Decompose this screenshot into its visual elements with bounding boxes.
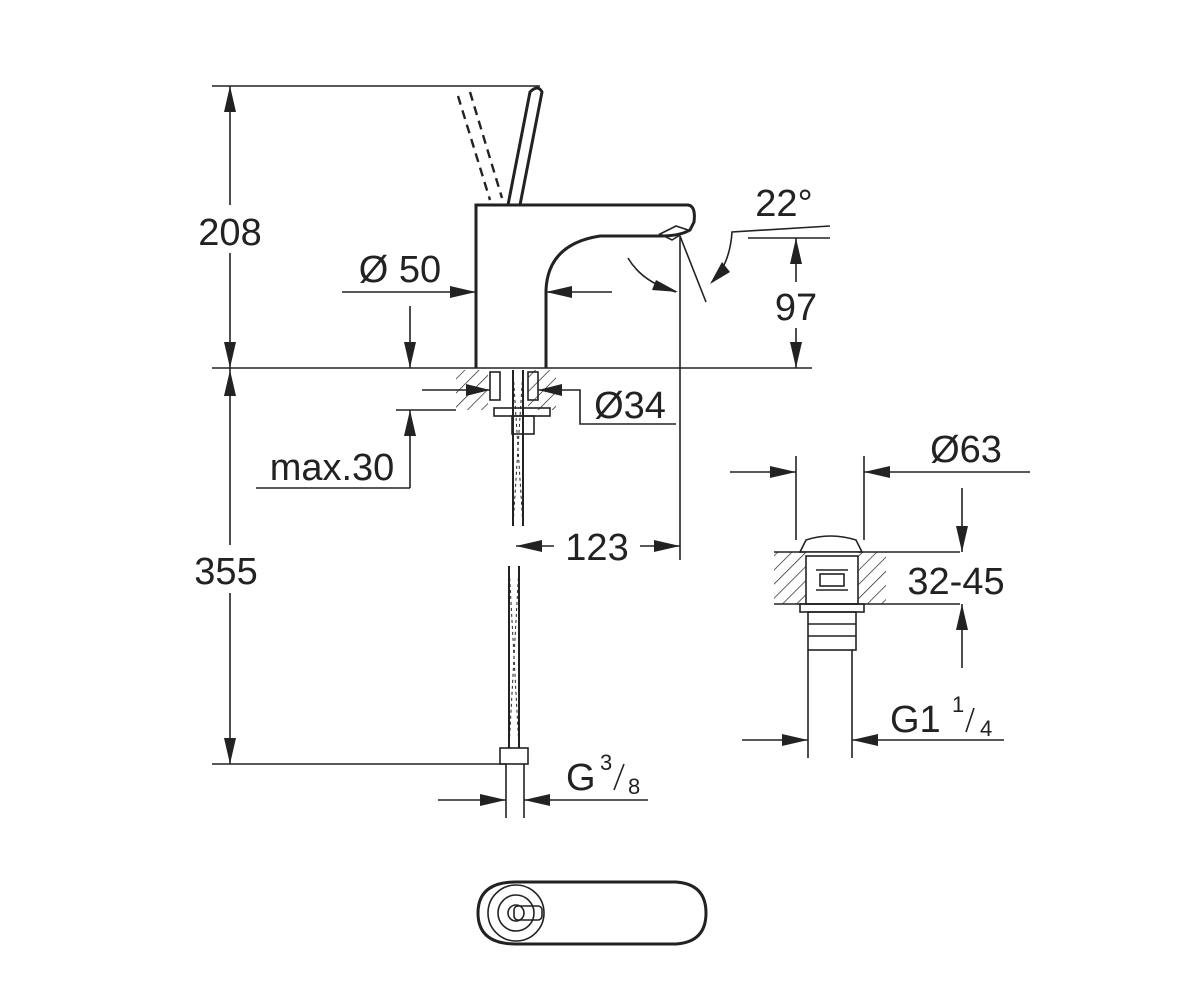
spout-angle-dimension: 22°	[627, 183, 831, 303]
aerator	[658, 225, 690, 241]
dim-22deg-label: 22°	[755, 183, 812, 225]
top-view-outline	[476, 880, 708, 946]
waste-valve	[774, 535, 960, 758]
supply-hose-upper	[512, 369, 524, 527]
spout-reach-dimension: 123	[516, 236, 681, 569]
dim-50-label: Ø 50	[359, 249, 441, 291]
waste-thread-dimension: G1 1 4	[742, 692, 1004, 746]
height-dimension: 208 355	[180, 85, 540, 765]
waste-range-dimension: 32-45	[890, 488, 1020, 668]
waste-thread-numerator: 1	[952, 692, 964, 717]
lever-handle	[506, 86, 544, 206]
dim-34-label: Ø34	[594, 385, 666, 427]
hose-thread-dimension: G 3 8	[438, 750, 648, 806]
body-diameter-dimension: Ø 50	[342, 249, 612, 298]
waste-cap	[798, 535, 864, 553]
waste-thread-label: G1	[890, 699, 941, 741]
hose-thread-numerator: 3	[600, 750, 612, 775]
max-thickness-dimension: max.30	[256, 306, 456, 489]
dim-208-label: 208	[198, 212, 261, 254]
hose-thread-label: G	[566, 757, 596, 799]
faucet-top-view	[476, 880, 708, 946]
dim-63-label: Ø63	[930, 429, 1002, 471]
waste-nut	[799, 603, 865, 613]
hose-thread-denominator: 8	[628, 774, 640, 799]
waste-thread-denominator: 4	[980, 716, 992, 741]
dim-97-label: 97	[775, 287, 817, 329]
dim-32-45-label: 32-45	[907, 561, 1004, 603]
waste-diameter-dimension: Ø63	[730, 429, 1030, 540]
dim-max30-label: max.30	[270, 447, 395, 489]
hose-fitting	[499, 747, 529, 765]
spout-height-dimension: 97	[748, 237, 830, 368]
supply-hose-lower	[508, 565, 520, 749]
top-view-lever	[513, 905, 543, 921]
dim-355-label: 355	[194, 551, 257, 593]
faucet-body	[474, 203, 696, 368]
dim-123-label: 123	[565, 527, 628, 569]
faucet-side-view	[212, 86, 812, 818]
hole-diameter-dimension: Ø34	[422, 384, 676, 427]
lever-handle-alt-position	[456, 91, 504, 201]
